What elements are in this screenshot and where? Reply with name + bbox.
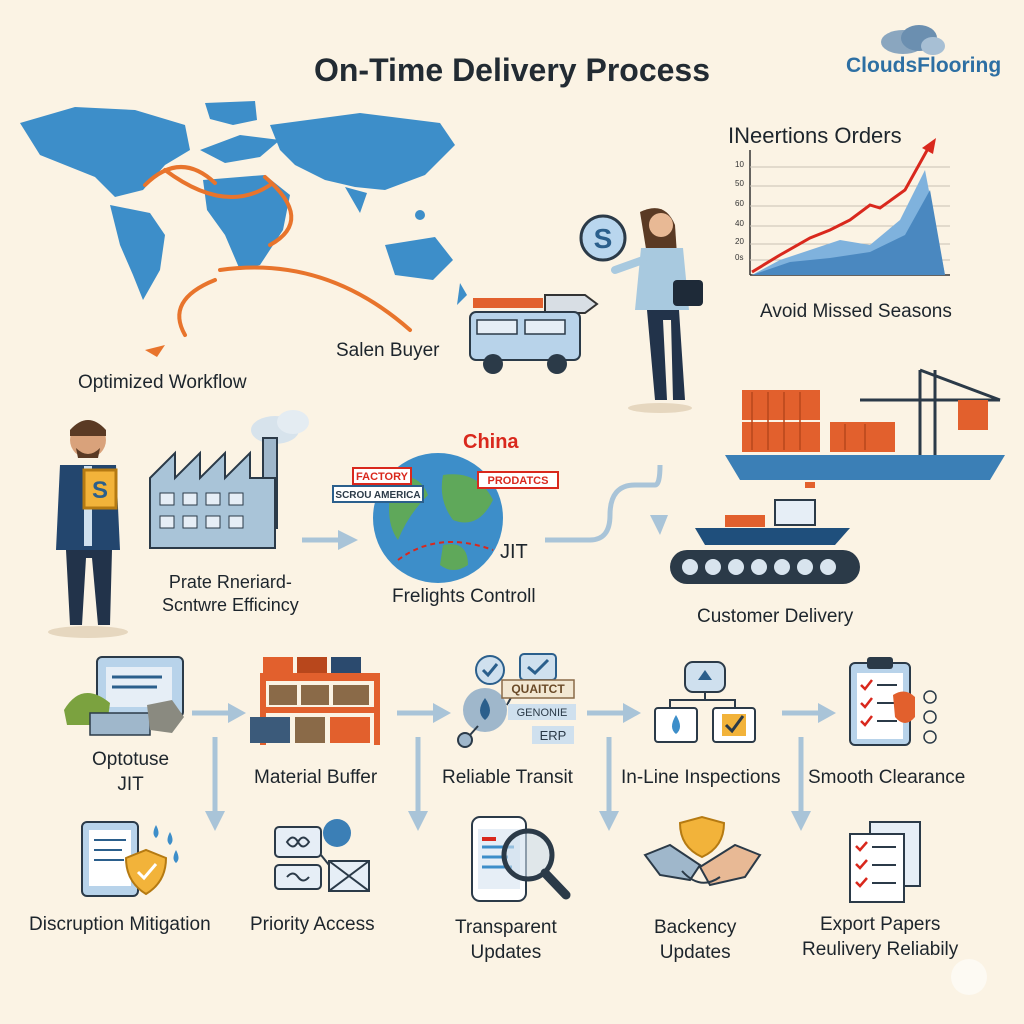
cloud-logo-icon [881, 25, 945, 55]
clipboard-icon [849, 657, 937, 746]
flow-arrow [587, 703, 641, 723]
qc-tag: QUAITCT [511, 682, 565, 696]
line-chart: 10 50 60 40 20 0s [735, 138, 950, 276]
truck-icon [469, 294, 599, 374]
products-tag: PRODATCS [488, 475, 549, 487]
chat-icon [274, 819, 370, 892]
network-icon: QUAITCT GENONIE ERP [457, 653, 576, 748]
row2-step2-label: Priority Access [250, 914, 375, 935]
woman-figure: S [579, 208, 703, 413]
flow-arrow [408, 737, 428, 831]
shield-tablet-icon [81, 821, 179, 897]
devices-icon [654, 661, 756, 743]
flow-arrow [302, 530, 358, 550]
flow-arrow [782, 703, 836, 723]
flow-arrow [545, 464, 668, 543]
map-label: Optimized Workflow [78, 372, 247, 393]
svg-text:S: S [92, 477, 108, 504]
ship-icon [670, 482, 860, 584]
flow-arrow [205, 737, 225, 831]
step4-label: In-Line Inspections [621, 767, 781, 788]
warehouse-icon [250, 657, 380, 745]
svg-text:10: 10 [735, 160, 744, 169]
svg-text:0s: 0s [735, 253, 743, 262]
world-map [20, 101, 467, 357]
factory-icon [149, 410, 309, 549]
documents-icon [849, 821, 921, 903]
chart-title: INeertions Orders [728, 123, 902, 148]
flow-arrow [599, 737, 619, 831]
truck-label: Salen Buyer [336, 340, 440, 361]
svg-text:50: 50 [735, 179, 744, 188]
factory-label: Prate Rneriard-Scntwre Efficincy [162, 572, 299, 616]
globe-icon: FACTORY SCROU AMERICA PRODATCS China JIT [332, 431, 559, 583]
jit-tag: JIT [500, 541, 528, 563]
magnifier-phone-icon [471, 816, 571, 902]
flow-arrow [791, 737, 811, 831]
step2-label: Material Buffer [254, 767, 378, 788]
factory-tag: FACTORY [356, 471, 409, 483]
america-tag: SCROU AMERICA [335, 490, 420, 501]
crane-icon [725, 368, 1005, 480]
genonie-tag: GENONIE [517, 707, 568, 719]
svg-text:60: 60 [735, 199, 744, 208]
port-label: Customer Delivery [697, 606, 854, 627]
step5-label: Smooth Clearance [808, 767, 966, 788]
china-tag: China [463, 431, 519, 453]
tablet-icon [64, 656, 184, 736]
handshake-icon [643, 815, 762, 887]
brand-name: CloudsFlooring [846, 54, 1002, 77]
svg-text:20: 20 [735, 237, 744, 246]
erp-tag: ERP [540, 728, 567, 743]
man-figure: S [48, 420, 128, 638]
svg-text:S: S [594, 223, 613, 254]
flow-arrow [397, 703, 451, 723]
chart-caption: Avoid Missed Seasons [760, 301, 952, 322]
flow-arrow [192, 703, 246, 723]
page-title: On-Time Delivery Process [313, 52, 711, 88]
step3-label: Reliable Transit [442, 767, 573, 788]
svg-text:40: 40 [735, 219, 744, 228]
watermark-icon [951, 959, 987, 995]
globe-label: Frelights Controll [392, 586, 536, 607]
row2-step1-label: Discruption Mitigation [29, 914, 211, 935]
